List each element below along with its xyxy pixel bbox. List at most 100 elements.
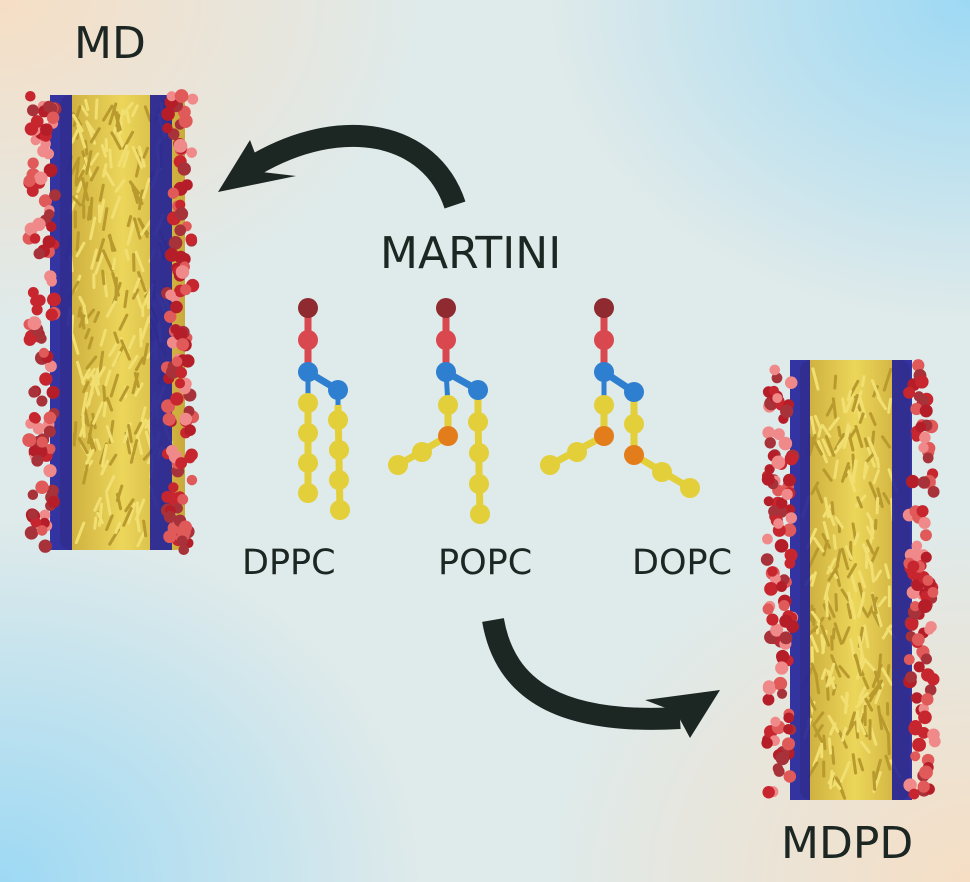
headgroup-bead (44, 360, 57, 373)
headgroup-bead (769, 364, 781, 376)
dppc-glycerol-bead (298, 362, 318, 382)
lipid-tail-stroke (858, 412, 865, 424)
lipid-tail-stroke (827, 564, 840, 582)
headgroup-bead (910, 751, 921, 762)
lipid-tail-stroke (74, 160, 80, 184)
lipid-tail-stroke (826, 669, 836, 690)
lipid-tail-stroke (857, 757, 865, 772)
headgroup-bead (925, 621, 937, 633)
lipid-tail-stroke (810, 662, 819, 679)
lipid-tail-stroke (131, 288, 140, 300)
headgroup-bead (918, 516, 931, 529)
headgroup-bead (34, 171, 48, 185)
headgroup-bead (927, 485, 940, 498)
lipid-tail-stroke (93, 516, 98, 530)
lipid-tail-stroke (823, 496, 830, 519)
headgroup-bead (779, 614, 793, 628)
lipid-tail-stroke (884, 563, 891, 580)
headgroup-bead (919, 431, 931, 444)
headgroup-bead (36, 395, 48, 407)
headgroup-bead (782, 523, 797, 537)
lipid-tail-stroke (830, 654, 842, 678)
lipid-tail-stroke (838, 664, 850, 679)
lipid-tail-stroke (856, 496, 863, 509)
headgroup-bead (764, 437, 776, 449)
lipid-tail-stroke (876, 487, 884, 508)
dppc-label: DPPC (242, 543, 336, 583)
lipid-tail-stroke (75, 231, 80, 252)
lipid-tail-stroke (82, 380, 90, 394)
lipid-tail-stroke (833, 622, 843, 645)
lipid-tail-stroke (75, 241, 86, 258)
lipid-tail-stroke (864, 452, 876, 465)
lipid-tail-stroke (134, 250, 145, 273)
headgroup-bead (171, 356, 183, 367)
headgroup-bead (32, 304, 43, 315)
popc-tail-bead (388, 455, 408, 475)
lipid-tail-stroke (132, 277, 141, 294)
headgroup-bead (912, 737, 927, 752)
lipid-tail-stroke (93, 311, 101, 323)
lipid-tail-stroke (820, 634, 825, 654)
lipid-tail-stroke (843, 692, 849, 715)
lipid-tail-stroke (813, 711, 825, 726)
lipid-tail-stroke (828, 416, 840, 431)
headgroup-bead (39, 509, 51, 521)
lipid-tail-stroke (143, 105, 152, 123)
headgroup-bead (46, 385, 60, 399)
headgroup-bead (43, 163, 58, 178)
lipid-tail-stroke (809, 632, 820, 653)
headgroup-bead (168, 236, 183, 250)
headgroup-bead (906, 474, 920, 489)
lipid-tail-stroke (127, 354, 139, 370)
lipid-tail-stroke (71, 195, 82, 207)
headgroup-bead (38, 347, 49, 358)
headgroup-bead (174, 224, 187, 237)
lipid-tail-stroke (135, 516, 141, 533)
headgroup-bead (910, 601, 921, 612)
lipid-tail-stroke (104, 369, 112, 387)
mdpd-headgroup-beads-left (760, 364, 800, 799)
lipid-tail-stroke (81, 181, 89, 206)
headgroup-bead (165, 289, 176, 301)
lipid-tail-stroke (111, 257, 117, 271)
dopc-molecule (540, 298, 700, 498)
dppc-tail-bead (330, 500, 350, 520)
headgroup-bead (782, 473, 796, 487)
dopc-unsaturated-bead (624, 445, 644, 465)
headgroup-bead (774, 538, 789, 553)
headgroup-bead (918, 710, 932, 725)
headgroup-bead (773, 676, 788, 691)
headgroup-bead (49, 189, 61, 201)
lipid-tail-stroke (882, 492, 891, 505)
headgroup-bead (760, 553, 774, 566)
lipid-tail-stroke (855, 697, 867, 709)
headgroup-bead (30, 115, 44, 128)
dppc-tail-bead (298, 393, 318, 413)
lipid-tail-stroke (870, 430, 876, 446)
headgroup-bead (30, 413, 41, 424)
headgroup-bead (163, 510, 176, 523)
headgroup-bead (768, 505, 780, 517)
headgroup-bead (27, 316, 42, 331)
lipid-tail-stroke (844, 392, 855, 414)
headgroup-bead (170, 300, 183, 314)
headgroup-bead (761, 472, 775, 486)
lipid-tail-stroke (841, 397, 847, 414)
lipid-tail-stroke (813, 414, 822, 430)
headgroup-bead (176, 338, 190, 351)
lipid-tail-stroke (108, 342, 119, 357)
headgroup-bead (772, 393, 783, 404)
lipid-tail-stroke (884, 754, 892, 771)
lipid-tail-stroke (131, 104, 139, 118)
lipid-tail-stroke (114, 521, 122, 534)
lipid-tail-stroke (858, 686, 867, 700)
lipid-tail-stroke (824, 435, 836, 457)
lipid-tail-stroke (102, 104, 114, 122)
md-phosphate-layer-right (150, 95, 172, 550)
lipid-tail-stroke (98, 502, 104, 527)
lipid-tail-stroke (79, 311, 86, 330)
lipid-tail-stroke (88, 432, 94, 451)
